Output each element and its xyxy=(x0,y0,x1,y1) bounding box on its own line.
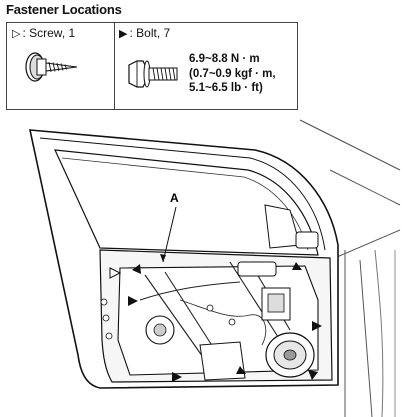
bolt-label: : Bolt, 7 xyxy=(129,26,171,40)
torque-line-2: (0.7~0.9 kgf · m, xyxy=(189,67,276,80)
bolt-marker-6 xyxy=(236,366,246,374)
bolt-marker-7 xyxy=(308,370,318,380)
callout-leader xyxy=(162,206,177,263)
bolt-marker-3 xyxy=(292,262,302,270)
torque-line-3: 5.1~6.5 lb · ft) xyxy=(189,82,263,94)
screw-label: : Screw, 1 xyxy=(22,26,76,40)
bolt-icon xyxy=(128,60,178,88)
page-title: Fastener Locations xyxy=(6,2,122,17)
fastener-legend: ▷: Screw, 1 ▶: Bolt, 7 6.9~8.8 N · m (0.… xyxy=(6,22,298,110)
torque-spec: 6.9~8.8 N · m (0.7~0.9 kgf · m, 5.1~6.5 … xyxy=(189,52,276,96)
bolt-marker-4 xyxy=(312,321,322,331)
screw-icon xyxy=(25,52,78,82)
legend-divider xyxy=(114,23,115,109)
torque-line-1: 6.9~8.8 N · m xyxy=(189,53,260,65)
bolt-marker-1 xyxy=(128,296,138,306)
bolt-marker-2 xyxy=(132,264,141,274)
solid-triangle-icon: ▶ xyxy=(119,28,128,40)
bolt-marker-5 xyxy=(172,372,182,382)
hollow-triangle-icon: ▷ xyxy=(12,28,21,40)
screw-legend-label: ▷: Screw, 1 xyxy=(12,26,75,40)
window-opening xyxy=(54,149,319,256)
callout-a: A xyxy=(170,191,179,205)
screw-marker-1 xyxy=(109,267,122,279)
bolt-legend-label: ▶: Bolt, 7 xyxy=(119,26,170,40)
